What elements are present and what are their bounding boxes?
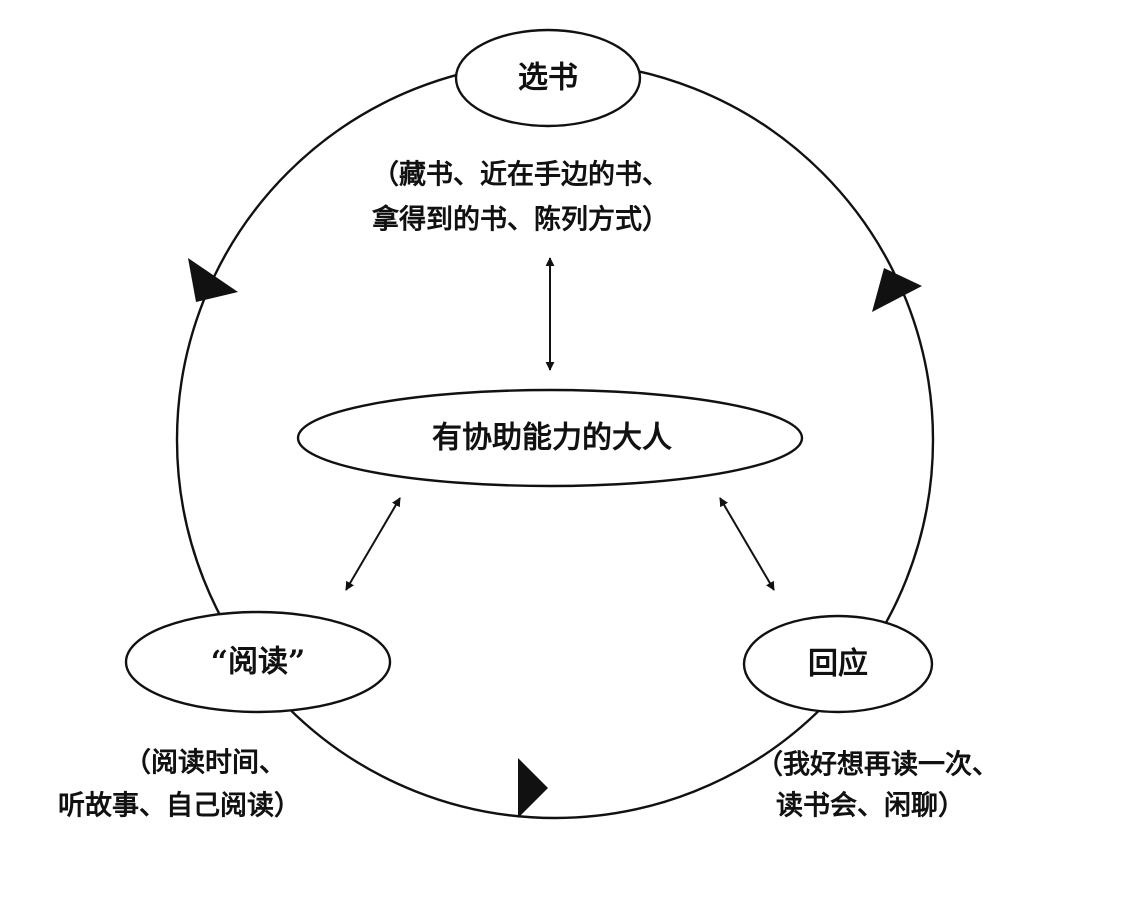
arrow-center-to-response [719, 497, 775, 591]
arrow-center-to-reading [345, 497, 401, 591]
node-reading-label: “阅读” [211, 645, 306, 680]
node-reading: “阅读” [124, 610, 392, 714]
node-center-label: 有协助能力的大人 [432, 421, 672, 456]
node-select-books: 选书 [454, 28, 642, 128]
note-reading-line-2: 听故事、自己阅读） [58, 790, 301, 822]
note-response-line-2: 读书会、闲聊） [776, 791, 965, 822]
node-response: 回应 [742, 614, 934, 714]
node-center: 有协助能力的大人 [296, 388, 804, 488]
note-response: （我好想再读一次、 读书会、闲聊） [756, 750, 999, 822]
note-select-books-line-2: 拿得到的书、陈列方式） [372, 204, 669, 236]
note-select-books-line-1: （藏书、近在手边的书、 [372, 159, 669, 191]
note-reading: （阅读时间、 听故事、自己阅读） [58, 748, 301, 822]
node-response-label: 回应 [808, 647, 868, 682]
cycle-arrow-left [188, 258, 238, 302]
note-select-books: （藏书、近在手边的书、 拿得到的书、陈列方式） [372, 159, 669, 236]
note-response-line-1: （我好想再读一次、 [756, 750, 999, 781]
cycle-arrow-bottom [518, 758, 548, 818]
note-reading-line-1: （阅读时间、 [124, 748, 286, 779]
cycle-arrow-top-right [872, 268, 922, 312]
node-select-books-label: 选书 [518, 61, 578, 96]
